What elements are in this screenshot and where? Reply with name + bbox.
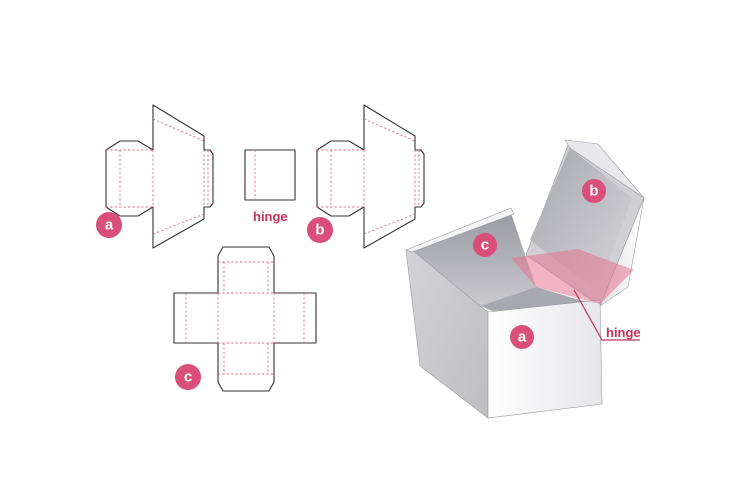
badge-circle bbox=[510, 325, 534, 349]
dieline-b: b bbox=[307, 104, 425, 249]
dieline-a-folds bbox=[106, 118, 209, 235]
hinge-highlight bbox=[511, 249, 634, 304]
label-a: a bbox=[105, 217, 114, 234]
dieline-c-folds bbox=[185, 261, 305, 375]
box-label-c: c bbox=[481, 237, 489, 254]
badge-circle bbox=[582, 179, 606, 203]
dieline-c-outline bbox=[173, 246, 317, 392]
box-rim-back bbox=[405, 207, 515, 253]
box-label-b-badge: b bbox=[582, 179, 606, 203]
dieline-b-folds bbox=[317, 118, 420, 235]
label-b: b bbox=[315, 222, 324, 239]
assembled-box: c b a hinge bbox=[405, 139, 645, 419]
hinge-leader-line bbox=[573, 289, 640, 341]
box-label-b: b bbox=[589, 183, 598, 200]
box-label-a-badge: a bbox=[510, 325, 534, 349]
dieline-a: a bbox=[96, 104, 214, 249]
badge-circle bbox=[96, 212, 122, 238]
label-hinge: hinge bbox=[253, 209, 288, 224]
box-label-c-badge: c bbox=[473, 233, 497, 257]
label-c: c bbox=[184, 369, 192, 386]
dieline-a-outline bbox=[105, 104, 214, 249]
box-label-hinge: hinge bbox=[606, 325, 641, 340]
box-label-a: a bbox=[518, 329, 527, 346]
badge-circle bbox=[473, 233, 497, 257]
hinge-panel-outline bbox=[244, 149, 296, 201]
dieline-c: c bbox=[173, 246, 317, 392]
label-b-badge: b bbox=[307, 217, 333, 243]
dieline-hinge: hinge bbox=[244, 149, 296, 224]
box-interior-back bbox=[412, 213, 536, 306]
badge-circle bbox=[175, 364, 201, 390]
lid-top-edge bbox=[564, 139, 645, 199]
badge-circle bbox=[307, 217, 333, 243]
box-front-wall bbox=[487, 299, 603, 419]
dieline-b-outline bbox=[316, 104, 425, 249]
label-a-badge: a bbox=[96, 212, 122, 238]
label-c-badge: c bbox=[175, 364, 201, 390]
